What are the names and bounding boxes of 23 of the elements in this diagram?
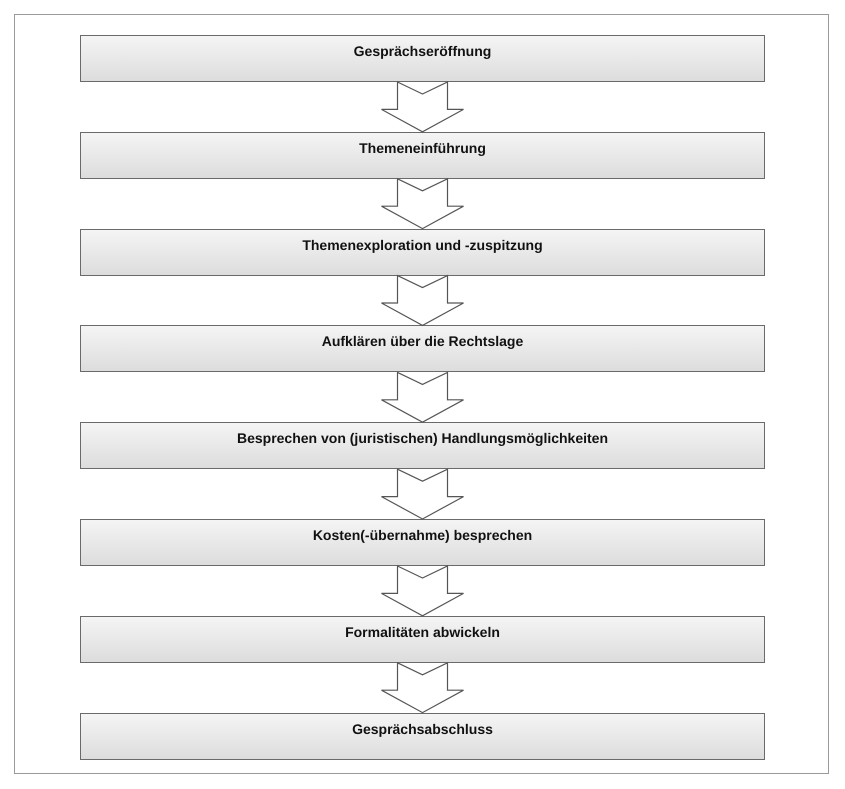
process-box [80, 616, 765, 663]
step-label: Gesprächsabschluss [351, 720, 494, 737]
step-label: Gesprächseröffnung [352, 43, 492, 59]
step-label: Aufklären über die Rechtslage [320, 333, 524, 350]
block-arrow [380, 468, 464, 520]
process-box [80, 132, 765, 179]
process-box [80, 519, 765, 566]
process-box [80, 35, 765, 82]
block-arrow [380, 81, 464, 132]
process-box [80, 228, 765, 276]
block-arrow [380, 565, 464, 616]
process-box [80, 422, 765, 470]
process-box [80, 712, 765, 760]
block-arrow [380, 662, 464, 714]
block-arrow [380, 178, 464, 230]
step-label: Formalitäten abwickeln [344, 624, 501, 640]
block-arrow [380, 274, 464, 326]
process-box [80, 325, 765, 372]
step-label: Kosten(-übernahme) besprechen [312, 527, 534, 543]
block-arrow [380, 371, 464, 423]
step-label: Besprechen von (juristischen) Handlungsmöglichkeiten [236, 430, 610, 446]
step-label: Themenexploration und -zuspitzung [301, 236, 544, 253]
step-label: Themeneinführung [358, 140, 487, 156]
